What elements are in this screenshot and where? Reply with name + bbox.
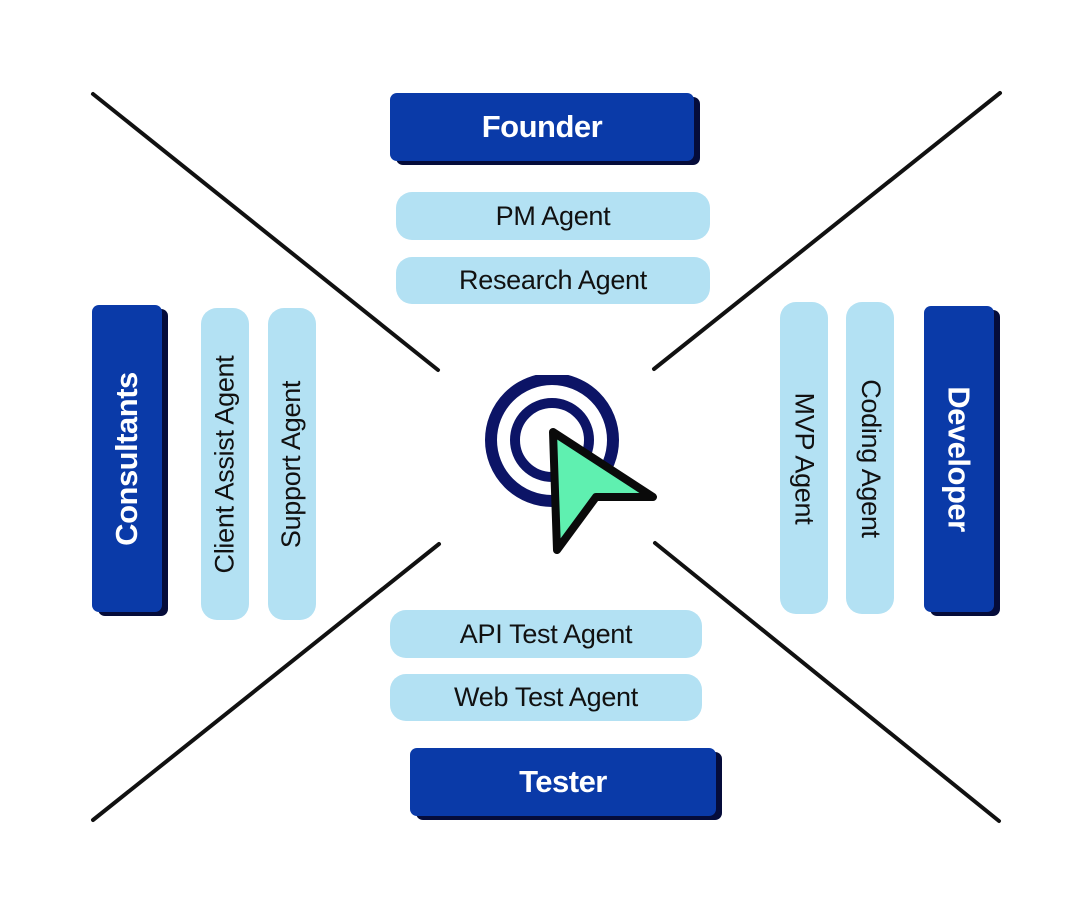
role-box-consultants: Consultants — [92, 305, 162, 612]
divider-line-bottom-right — [653, 541, 1001, 823]
agent-label: Client Assist Agent — [209, 355, 240, 573]
role-label-consultants: Consultants — [109, 371, 144, 546]
agent-pill-pm: PM Agent — [396, 192, 710, 240]
agent-pill-research: Research Agent — [396, 257, 710, 304]
agent-label: PM Agent — [495, 200, 611, 231]
role-label-developer: Developer — [942, 386, 977, 532]
agent-pill-api-test: API Test Agent — [390, 610, 702, 658]
agent-label: MVP Agent — [789, 392, 820, 524]
agent-label: Support Agent — [276, 380, 307, 548]
agent-pill-client-assist: Client Assist Agent — [201, 308, 249, 620]
divider-line-top-left — [91, 92, 440, 372]
role-box-developer: Developer — [924, 306, 994, 612]
agent-label: API Test Agent — [459, 618, 633, 649]
agent-pill-web-test: Web Test Agent — [390, 674, 702, 721]
agent-pill-coding: Coding Agent — [846, 302, 894, 614]
divider-line-top-right — [652, 91, 1002, 371]
cursor-arrow — [549, 428, 657, 554]
target-cursor-icon — [485, 375, 657, 554]
role-label-founder: Founder — [481, 109, 603, 144]
role-box-founder: Founder — [390, 93, 694, 161]
divider-line-bottom-left — [91, 542, 441, 822]
role-box-tester: Tester — [410, 748, 716, 816]
agent-label: Web Test Agent — [454, 682, 638, 712]
agent-pill-mvp: MVP Agent — [780, 302, 828, 614]
role-label-tester: Tester — [519, 764, 607, 799]
agent-pill-support: Support Agent — [268, 308, 316, 620]
agent-label: Coding Agent — [855, 378, 886, 538]
agent-label: Research Agent — [459, 265, 647, 295]
